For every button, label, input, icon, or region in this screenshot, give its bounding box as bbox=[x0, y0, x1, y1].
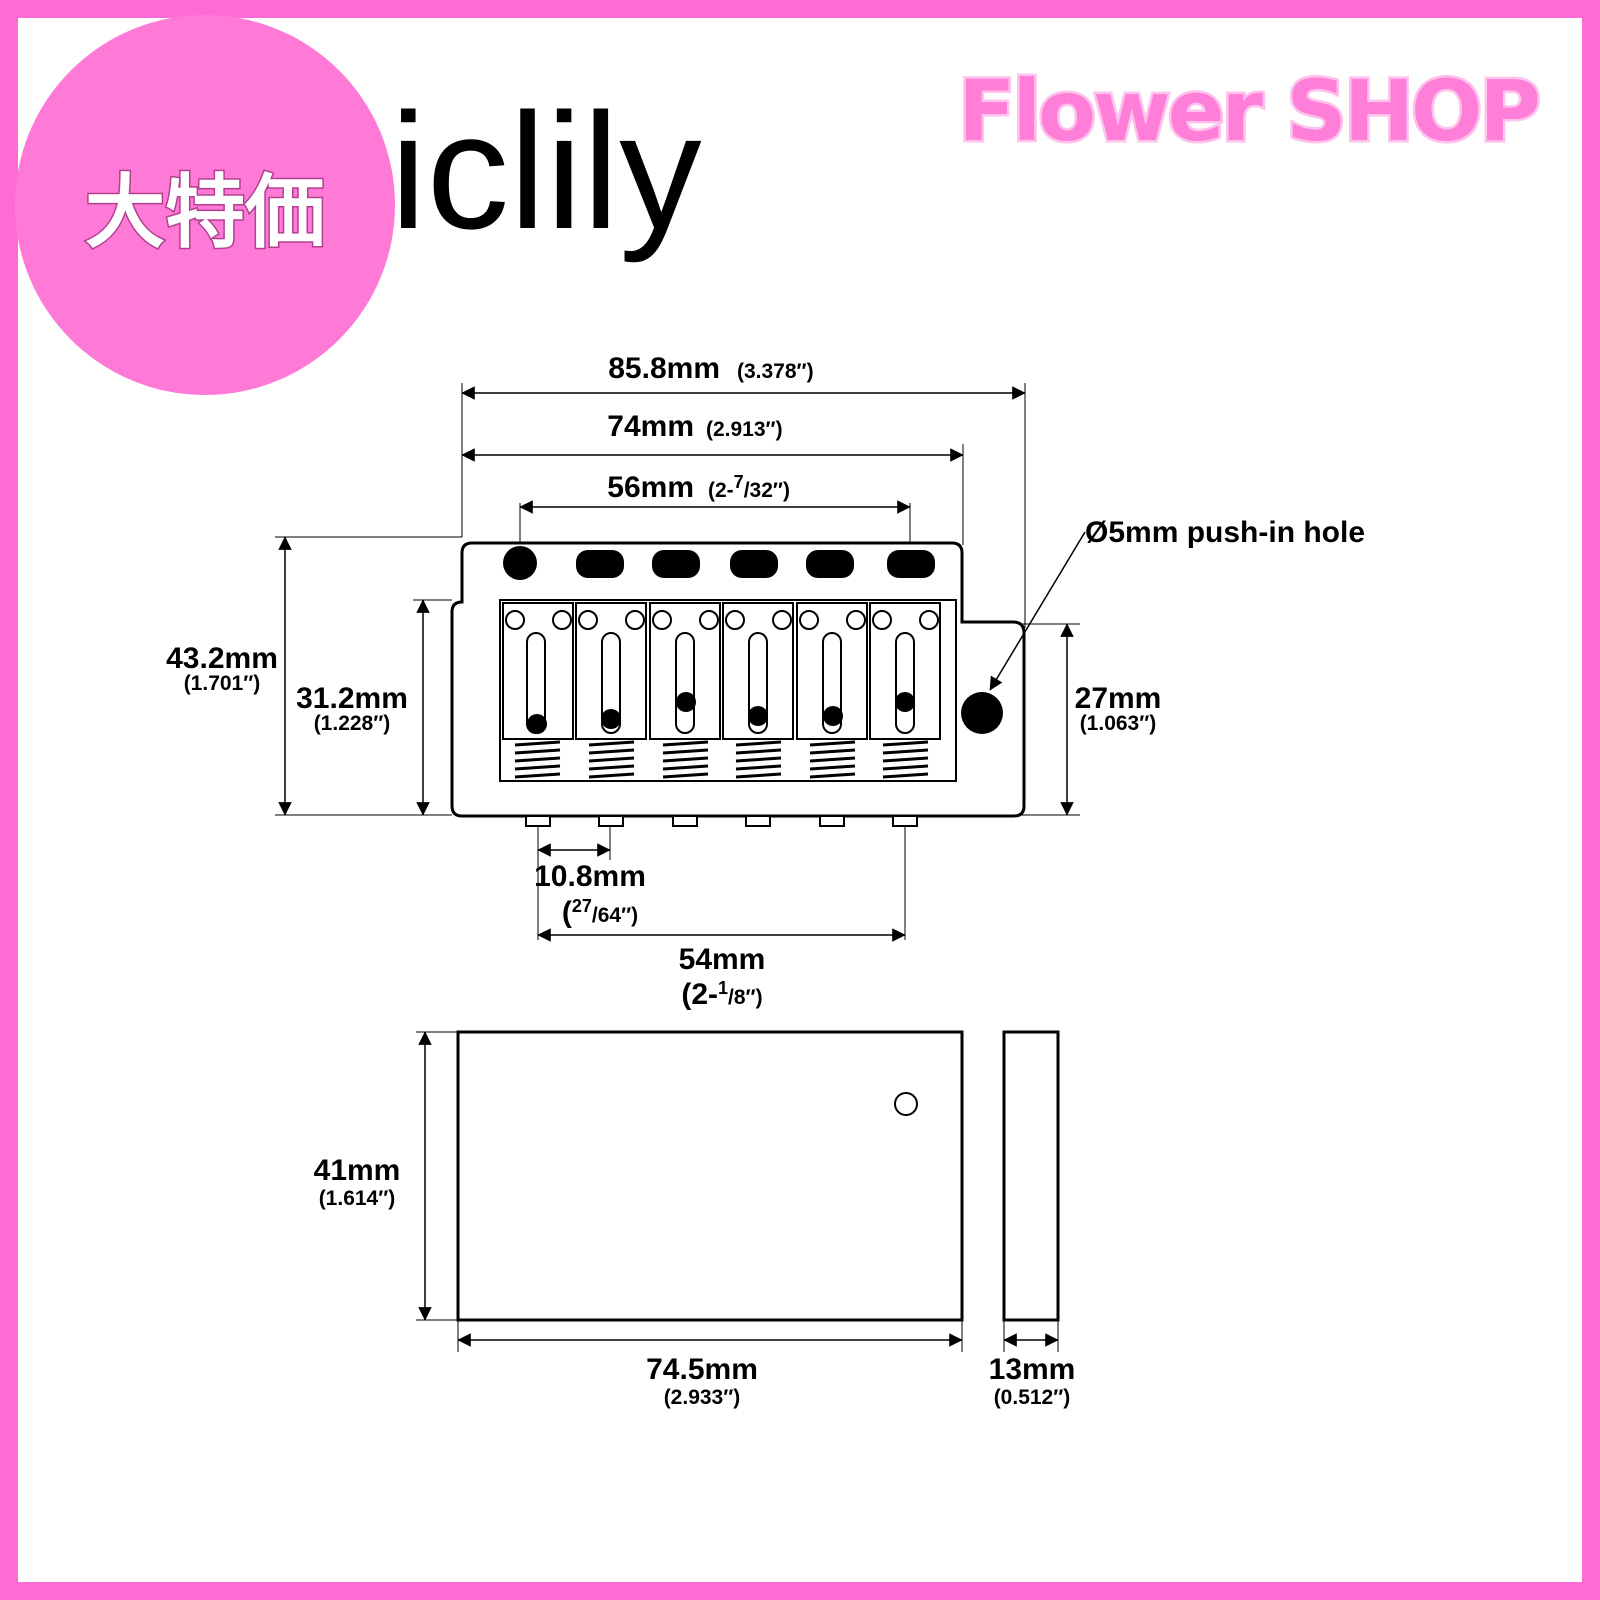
brand-name: iclily bbox=[390, 79, 702, 263]
string-hole bbox=[503, 546, 537, 580]
tremolo-block-front bbox=[456, 1030, 964, 1322]
string-hole bbox=[576, 550, 624, 578]
side-height-mm: 27mm bbox=[1075, 682, 1162, 715]
block-height-mm: 31.2mm bbox=[296, 682, 408, 715]
saddle-spacing-mm: 10.8mm bbox=[534, 860, 646, 893]
badge-text: 大特価 bbox=[85, 166, 325, 259]
string-spread-mm: 54mm bbox=[679, 943, 766, 976]
overall-width-mm: 85.8mm bbox=[608, 352, 720, 385]
saddle bbox=[575, 602, 647, 740]
screw-tips bbox=[525, 815, 918, 827]
block-hole bbox=[894, 1092, 918, 1116]
plate-width-mm: 74mm bbox=[607, 410, 694, 443]
block-width-mm: 74.5mm bbox=[646, 1353, 758, 1386]
string-hole bbox=[806, 550, 854, 578]
hole-spacing-inch: (2-7/32″) bbox=[708, 472, 790, 502]
plate-width-inch: (2.913″) bbox=[706, 418, 783, 441]
bridge-top-view: 85.8mm (3.378″) 74mm (2.913″) 56mm (2-7/… bbox=[166, 352, 1365, 1011]
total-height-mm: 43.2mm bbox=[166, 642, 278, 675]
block-views: 41mm (1.614″) 74.5mm (2.933″) 13mm (0.51… bbox=[314, 1030, 1076, 1409]
block-height-inch: (1.228″) bbox=[314, 712, 391, 735]
string-hole bbox=[887, 550, 935, 578]
string-spread-inch: (2-1/8″) bbox=[681, 978, 762, 1011]
springs bbox=[514, 740, 929, 779]
block-depth-inch: (0.512″) bbox=[994, 1386, 1071, 1409]
block-depth-mm: 13mm bbox=[989, 1353, 1076, 1386]
saddle bbox=[722, 602, 794, 740]
side-height-inch: (1.063″) bbox=[1080, 712, 1157, 735]
block-width-inch: (2.933″) bbox=[664, 1386, 741, 1409]
tremolo-block-side bbox=[1002, 1030, 1060, 1322]
block-height-41-mm: 41mm bbox=[314, 1154, 401, 1187]
saddle bbox=[869, 602, 941, 740]
hole-spacing-mm: 56mm bbox=[607, 471, 694, 504]
push-in-hole bbox=[961, 692, 1003, 734]
total-height-inch: (1.701″) bbox=[184, 672, 261, 695]
callout-arrow bbox=[989, 531, 1086, 691]
saddle-spacing-inch: (27/64″) bbox=[562, 896, 638, 929]
sale-badge: 大特価 bbox=[15, 15, 395, 395]
push-in-hole-label: Ø5mm push-in hole bbox=[1085, 516, 1365, 549]
saddle bbox=[796, 602, 868, 740]
badge-circle bbox=[15, 15, 395, 395]
shop-title: Flower SHOP bbox=[958, 62, 1538, 160]
string-hole bbox=[652, 550, 700, 578]
saddle bbox=[649, 602, 721, 740]
string-hole bbox=[730, 550, 778, 578]
overall-width-inch: (3.378″) bbox=[737, 360, 814, 383]
saddle bbox=[502, 602, 574, 740]
block-height-41-inch: (1.614″) bbox=[319, 1187, 396, 1210]
